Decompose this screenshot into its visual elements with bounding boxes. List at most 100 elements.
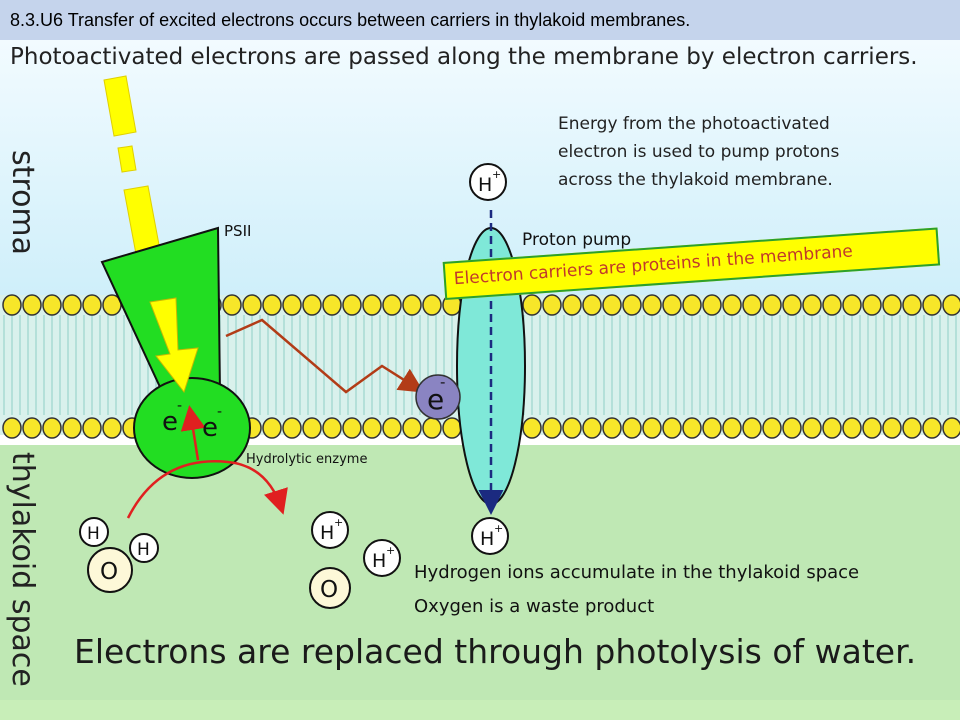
psii-electron-1: e [162, 407, 178, 437]
water-h2-symbol: H [137, 540, 150, 560]
lipid-head [862, 417, 882, 439]
energy-line-2: electron is used to pump protons [558, 142, 840, 162]
lipid-head [722, 294, 742, 316]
lipid-head [582, 417, 602, 439]
lipid-head [602, 417, 622, 439]
proton-lumen-charge-3: + [386, 544, 395, 557]
lipid-head [882, 294, 902, 316]
lipid-head [322, 417, 342, 439]
lipid-head [262, 294, 282, 316]
lipid-head [62, 294, 82, 316]
oxygen-waste-text: Oxygen is a waste product [414, 596, 655, 617]
lipid-head [922, 294, 942, 316]
lipid-head [42, 294, 62, 316]
lipid-head [82, 417, 102, 439]
lipid-head [542, 294, 562, 316]
lipid-head [802, 417, 822, 439]
water-hydrogen-2 [129, 533, 159, 563]
proton-pump-label: Proton pump [522, 230, 632, 250]
photolysis-arrow [126, 460, 288, 519]
lipid-head [402, 417, 422, 439]
proton-lumen-circle [471, 517, 509, 555]
electron-carrier [415, 374, 461, 420]
lipid-head [402, 294, 422, 316]
lipid-head [782, 294, 802, 316]
lipid-head [562, 294, 582, 316]
lipid-head [82, 294, 102, 316]
bottom-strip [0, 700, 960, 720]
lipid-head [522, 294, 542, 316]
lipid-head [742, 294, 762, 316]
lipid-head [282, 294, 302, 316]
light-arrow-head [149, 297, 199, 394]
lipid-head [522, 417, 542, 439]
proton-stroma-charge: + [492, 168, 501, 181]
lipid-head [302, 417, 322, 439]
lipid-head [922, 417, 942, 439]
lipid-heads-lower [2, 417, 960, 439]
proton-stroma-symbol: H [478, 174, 492, 196]
water-hydrogen-1 [79, 517, 109, 547]
water-o-symbol: O [100, 559, 118, 585]
lipid-head [822, 417, 842, 439]
lipid-head [762, 417, 782, 439]
lipid-head [882, 417, 902, 439]
proton-lumen-symbol-3: H [372, 550, 386, 572]
lipid-head [422, 294, 442, 316]
lipid-head [22, 294, 42, 316]
hydrolytic-enzyme-label: Hydrolytic enzyme [246, 452, 368, 467]
lipid-head [342, 294, 362, 316]
lipid-head [862, 294, 882, 316]
stroma-label: stroma [5, 150, 40, 256]
lipid-head [942, 417, 960, 439]
lipid-head [22, 417, 42, 439]
lipid-head [562, 417, 582, 439]
lipid-head [682, 294, 702, 316]
lipid-head [822, 294, 842, 316]
footer-title: Electrons are replaced through photolysi… [74, 632, 917, 671]
psii-electron-2-charge: - [217, 404, 222, 420]
psii-label: PSII [224, 222, 252, 240]
oxygen-waste-symbol: O [320, 577, 338, 603]
water-h1-symbol: H [87, 524, 100, 544]
lipid-head [722, 417, 742, 439]
lipid-head [622, 294, 642, 316]
psii-electron-2: e [202, 413, 218, 443]
lipid-head [762, 294, 782, 316]
lipid-head [42, 417, 62, 439]
lipid-head [842, 417, 862, 439]
lipid-head [422, 417, 442, 439]
lipid-head [582, 294, 602, 316]
thylakoid-space-label: thylakoid space [5, 452, 40, 687]
lipid-head [262, 417, 282, 439]
lipid-head [602, 294, 622, 316]
lipid-head [682, 417, 702, 439]
lipid-head [322, 294, 342, 316]
carrier-electron-charge: - [440, 373, 445, 391]
proton-lumen-circle-2 [311, 511, 349, 549]
carrier-electron-symbol: e [427, 383, 444, 416]
lipid-head [302, 294, 322, 316]
lipid-head [362, 417, 382, 439]
energy-line-3: across the thylakoid membrane. [558, 170, 833, 190]
water-oxygen [87, 547, 133, 593]
lipid-head [902, 417, 922, 439]
banner-title: 8.3.U6 Transfer of excited electrons occ… [10, 10, 691, 30]
oxygen-waste [309, 567, 351, 609]
accumulate-text: Hydrogen ions accumulate in the thylakoi… [414, 562, 860, 583]
lipid-head [942, 294, 960, 316]
lipid-head [2, 294, 22, 316]
proton-lumen-symbol-2: H [320, 522, 334, 544]
lipid-head [442, 417, 462, 439]
proton-lumen-charge: + [494, 522, 503, 535]
lipid-head [802, 294, 822, 316]
lipid-head [622, 417, 642, 439]
lipid-head [642, 294, 662, 316]
energy-line-1: Energy from the photoactivated [558, 114, 830, 134]
lipid-head [662, 294, 682, 316]
proton-lumen-charge-2: + [334, 516, 343, 529]
lipid-head [222, 294, 242, 316]
lipid-head [662, 417, 682, 439]
lipid-head [282, 417, 302, 439]
